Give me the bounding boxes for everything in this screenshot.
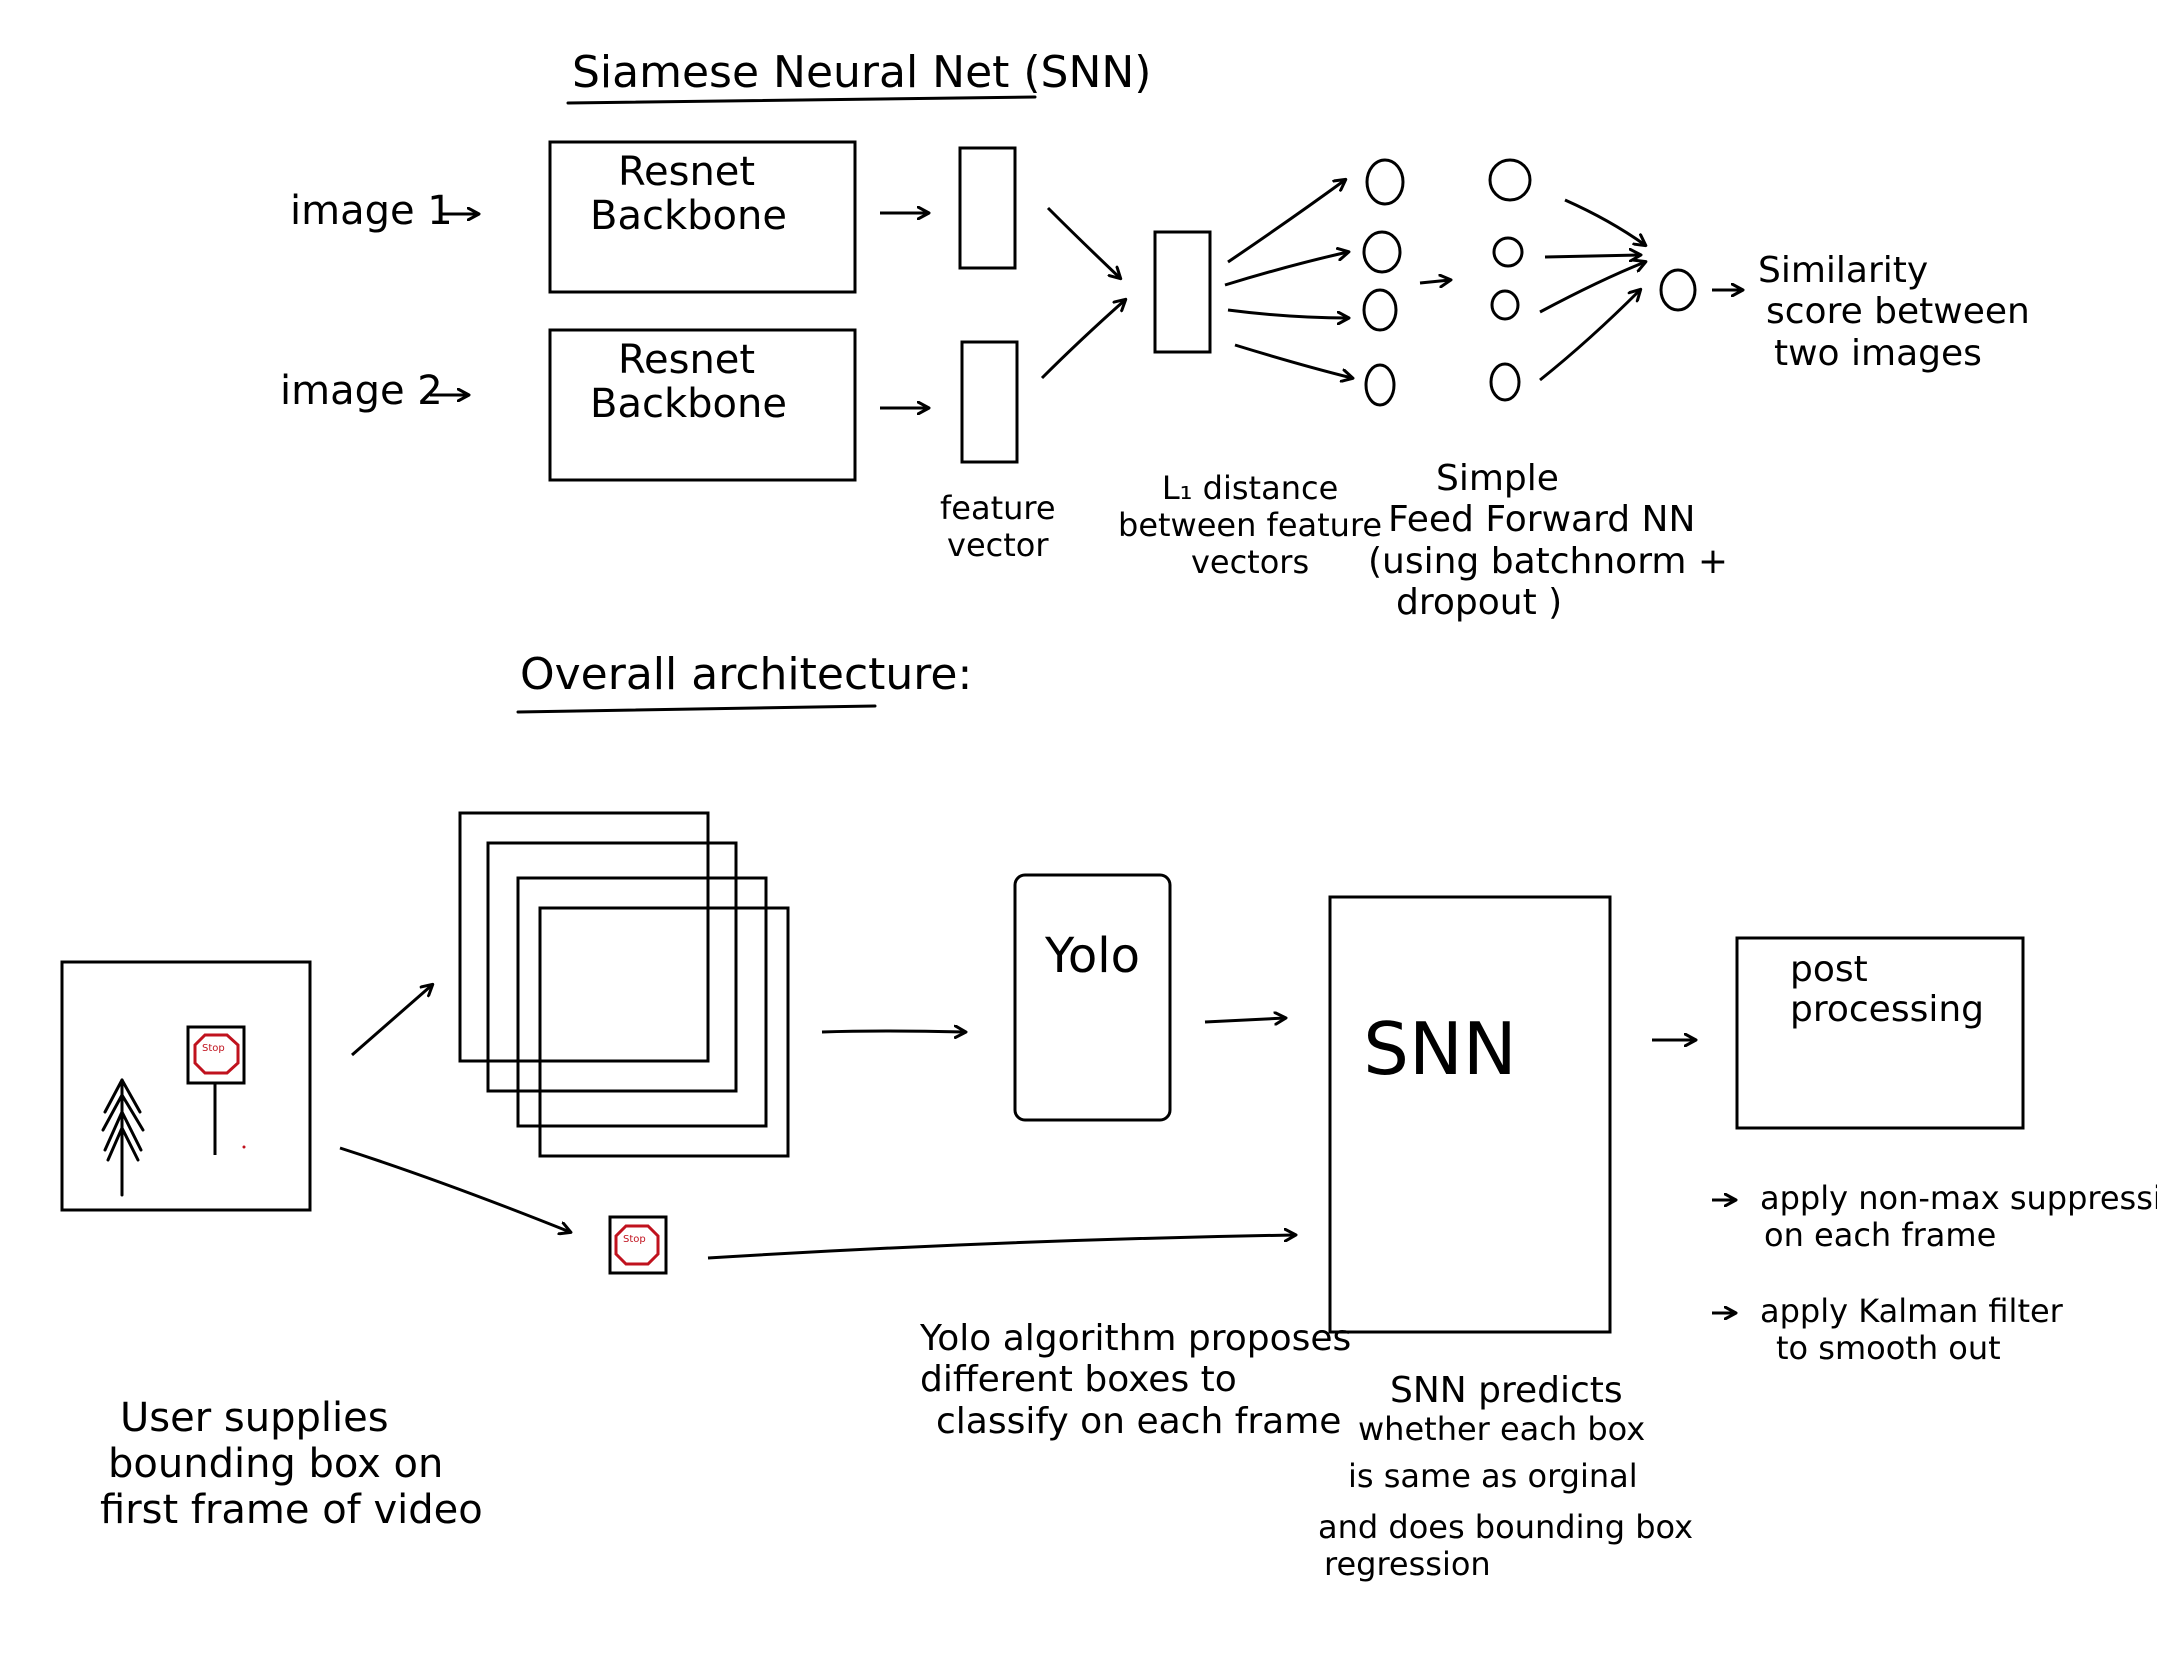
post-processing-box: [1735, 936, 2025, 1130]
ffnn-label: Simple Feed Forward NN (using batchnorm …: [1368, 458, 1728, 624]
ffnn-line3: (using batchnorm +: [1368, 540, 1729, 582]
l1-line2: between feature: [1118, 505, 1383, 544]
cropped-bounding-box: [608, 1215, 668, 1275]
nn-node: [1362, 230, 1402, 274]
feature-vector-label: feature vector: [940, 490, 1056, 564]
snn-caption-line3: is same as orginal: [1348, 1457, 1638, 1496]
l1-distance-vector: [1153, 230, 1212, 354]
arrow-frames-to-yolo: [821, 1031, 965, 1032]
post-step-1-line1: apply non-max suppression: [1760, 1179, 2157, 1217]
arrow-layer2-to-output-2: [1544, 255, 1640, 257]
nn-node: [1364, 363, 1396, 407]
arrow-l1-to-node-1: [1227, 180, 1345, 264]
feature-vector-1: [958, 146, 1017, 270]
yolo-caption-line3: classify on each frame: [936, 1400, 1342, 1442]
resnet-backbone-2-box: [548, 328, 857, 482]
similarity-line3: two images: [1774, 332, 1982, 374]
stop-sign-text: Stop: [202, 1043, 225, 1054]
user-caption-line1: User supplies: [120, 1395, 389, 1441]
first-frame-box: [60, 960, 312, 1212]
feature-vector-line1: feature: [940, 489, 1056, 527]
stop-sign-icon: [193, 1033, 240, 1075]
user-caption-line3: first frame of video: [100, 1487, 483, 1533]
snn-box-label: SNN: [1363, 1007, 1517, 1091]
post-step-2-line1: apply Kalman filter: [1760, 1292, 2063, 1330]
resnet-backbone-1-label: Resnet Backbone: [590, 150, 790, 238]
output-node: [1659, 268, 1697, 312]
arrow-l1-to-node-2: [1224, 252, 1348, 287]
arrow-cropped-box-to-snn: [707, 1235, 1295, 1260]
architecture-title: Overall architecture:: [520, 649, 973, 700]
backbone-line1: Resnet: [618, 149, 756, 195]
snn-caption-line4: and does bounding box: [1318, 1507, 1694, 1546]
l1-line3: vectors: [1190, 542, 1310, 581]
backbone-line2: Backbone: [590, 381, 787, 427]
nn-node: [1365, 158, 1405, 206]
snn-title: Siamese Neural Net (SNN): [572, 47, 1152, 98]
feature-vector-line2: vector: [947, 525, 1049, 564]
arrow-layer2-to-output-3: [1539, 262, 1645, 314]
input-image-2-label: image 2: [280, 368, 443, 414]
snn-caption-line2: whether each box: [1358, 1410, 1646, 1449]
snn-caption-line1: SNN predicts: [1390, 1370, 1623, 1411]
post-step-2: apply Kalman filter to smooth out: [1760, 1293, 2063, 1367]
arrow-vector2-to-l1: [1040, 300, 1125, 380]
backbone-line1: Resnet: [618, 337, 756, 383]
post-step-2-line2: to smooth out: [1776, 1328, 2001, 1367]
user-caption-line2: bounding box on: [108, 1441, 444, 1487]
arrow-vector1-to-l1: [1046, 206, 1120, 278]
l1-line1: L₁ distance: [1161, 469, 1339, 507]
arrow-l1-to-node-3: [1227, 308, 1348, 318]
cropped-stop-sign-text: Stop: [623, 1234, 646, 1245]
video-frame: [486, 841, 738, 1093]
resnet-backbone-1-box: [548, 140, 857, 294]
arrow-layer1-to-layer2: [1419, 280, 1450, 283]
post-line2: processing: [1790, 988, 1985, 1030]
resnet-backbone-2-label: Resnet Backbone: [590, 338, 790, 426]
tree-drawing: [101, 1078, 145, 1197]
yolo-caption: Yolo algorithm proposes different boxes …: [920, 1318, 1351, 1442]
post-step-1-line2: on each frame: [1764, 1215, 1997, 1254]
ffnn-line4: dropout ): [1396, 582, 1563, 624]
ffnn-line1: Simple: [1436, 458, 1559, 499]
similarity-score-label: Similarity score between two images: [1758, 250, 2030, 374]
nn-node: [1488, 158, 1532, 202]
nn-node: [1362, 288, 1398, 332]
ffnn-line2: Feed Forward NN: [1388, 499, 1696, 541]
post-step-1: apply non-max suppression on each frame: [1760, 1180, 2157, 1254]
yolo-box: [1013, 873, 1172, 1122]
snn-box: [1328, 895, 1612, 1334]
l1-distance-label: L₁ distance between feature vectors: [1118, 470, 1382, 580]
cropped-stop-sign-icon: [614, 1224, 660, 1266]
input-image-1-label: image 1: [290, 188, 453, 234]
post-processing-label: post processing: [1790, 950, 2000, 1029]
arrow-l1-to-node-4: [1234, 343, 1352, 378]
arrow-frame-to-cropped-box: [339, 1146, 570, 1232]
yolo-box-label: Yolo: [1044, 928, 1140, 984]
video-frame: [538, 906, 790, 1158]
similarity-line2: score between: [1766, 291, 2030, 333]
feature-vector-2: [960, 340, 1019, 464]
yolo-caption-line2: different boxes to: [920, 1359, 1237, 1401]
user-caption: User supplies bounding box on first fram…: [100, 1395, 483, 1533]
snn-caption-line5: regression: [1324, 1544, 1491, 1583]
nn-node: [1489, 362, 1521, 402]
snn-title-underline: [566, 95, 1037, 105]
nn-node: [1490, 289, 1520, 321]
snn-caption: SNN predicts whether each box is same as…: [1318, 1370, 1693, 1583]
arrow-yolo-to-snn: [1204, 1018, 1285, 1022]
nn-node: [1492, 236, 1524, 268]
backbone-line2: Backbone: [590, 193, 787, 239]
video-frame: [516, 876, 768, 1128]
post-line1: post: [1790, 949, 1868, 990]
arrow-layer2-to-output-4: [1539, 290, 1640, 382]
yolo-caption-line1: Yolo algorithm proposes: [920, 1318, 1352, 1359]
architecture-title-underline: [516, 704, 877, 714]
video-frame: [458, 811, 710, 1063]
arrow-layer2-to-output-1: [1564, 198, 1645, 245]
similarity-line1: Similarity: [1758, 250, 1929, 291]
arrow-frame-to-video-frames: [351, 985, 432, 1057]
red-dot: [242, 1145, 246, 1149]
